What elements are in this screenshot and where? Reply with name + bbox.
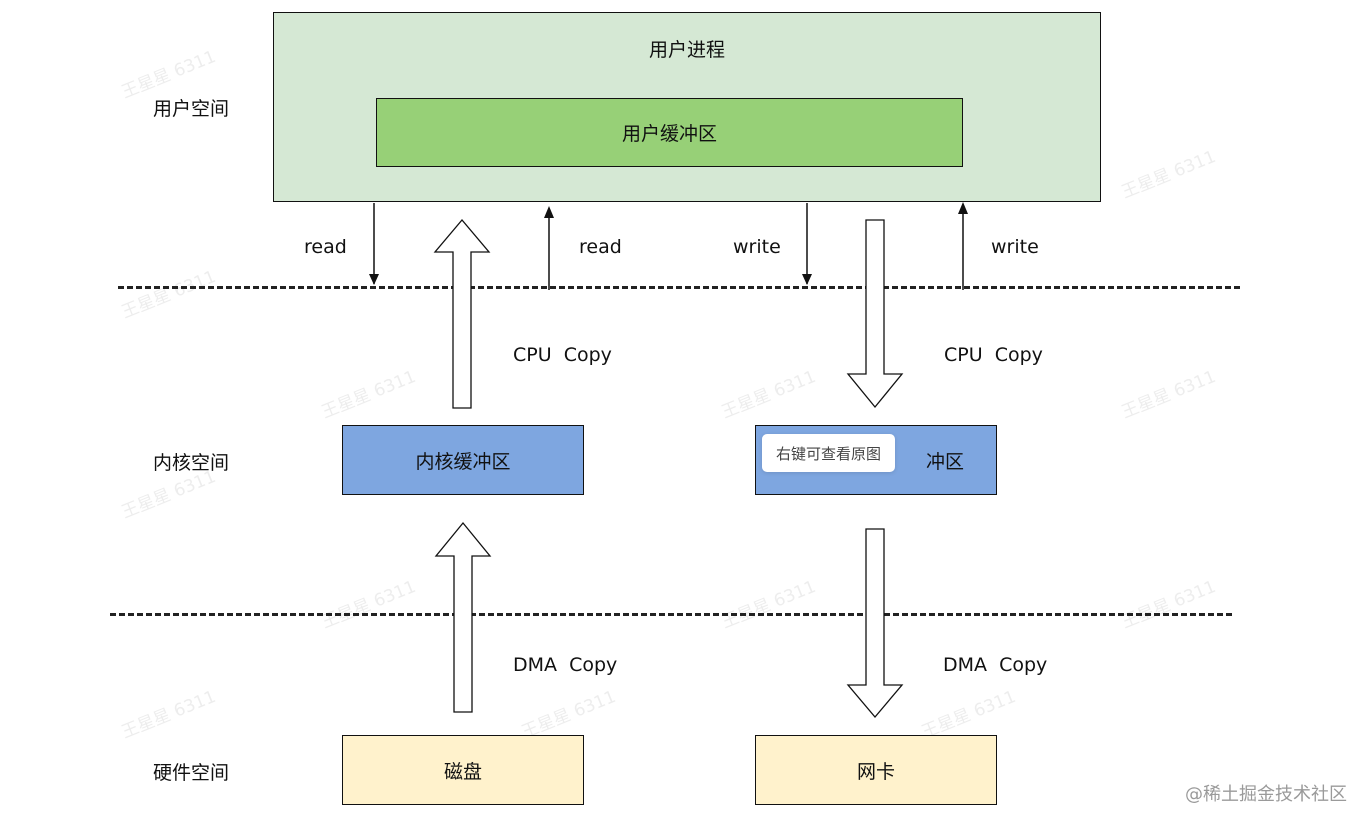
cpu-copy-left-label: CPU Copy (513, 344, 612, 366)
nic-label: 网卡 (856, 760, 895, 783)
read-down-label: read (304, 236, 347, 258)
dma-copy-right-label: DMA Copy (943, 654, 1048, 676)
write-up-label: write (991, 236, 1039, 258)
read-up-arrowhead (544, 206, 554, 218)
layer-label-kernel: 内核空间 (153, 452, 230, 474)
disk-label: 磁盘 (443, 760, 482, 783)
dma-copy-left-label: DMA Copy (513, 654, 618, 676)
cpu-copy-right-arrow (846, 219, 904, 409)
user-kernel-boundary (118, 286, 1240, 289)
kernel-hardware-boundary (110, 613, 1232, 616)
cpu-copy-left-arrow (433, 218, 491, 409)
read-up-label: read (579, 236, 622, 258)
layer-label-user: 用户空间 (153, 98, 230, 120)
disk-box: 磁盘 (342, 735, 584, 805)
user-process-label: 用户进程 (648, 39, 725, 61)
dma-copy-left-arrow (434, 521, 492, 713)
site-watermark: @稀土掘金技术社区 (1185, 784, 1347, 805)
write-down-arrowhead (802, 274, 812, 285)
write-down-label: write (733, 236, 781, 258)
kernel-buffer-left-label: 内核缓冲区 (415, 450, 511, 473)
write-up-arrowhead (958, 202, 968, 214)
cpu-copy-right-label: CPU Copy (944, 344, 1043, 366)
kernel-buffer-left: 内核缓冲区 (342, 425, 584, 495)
user-buffer-label: 用户缓冲区 (621, 123, 717, 145)
user-buffer-box: 用户缓冲区 (376, 98, 963, 167)
nic-box: 网卡 (755, 735, 997, 805)
dma-copy-right-arrow (846, 528, 904, 719)
view-original-tooltip[interactable]: 右键可查看原图 (762, 434, 896, 472)
kernel-buffer-right-label: 冲区 (925, 450, 964, 473)
layer-label-hardware: 硬件空间 (153, 762, 230, 784)
read-down-arrowhead (369, 274, 379, 285)
